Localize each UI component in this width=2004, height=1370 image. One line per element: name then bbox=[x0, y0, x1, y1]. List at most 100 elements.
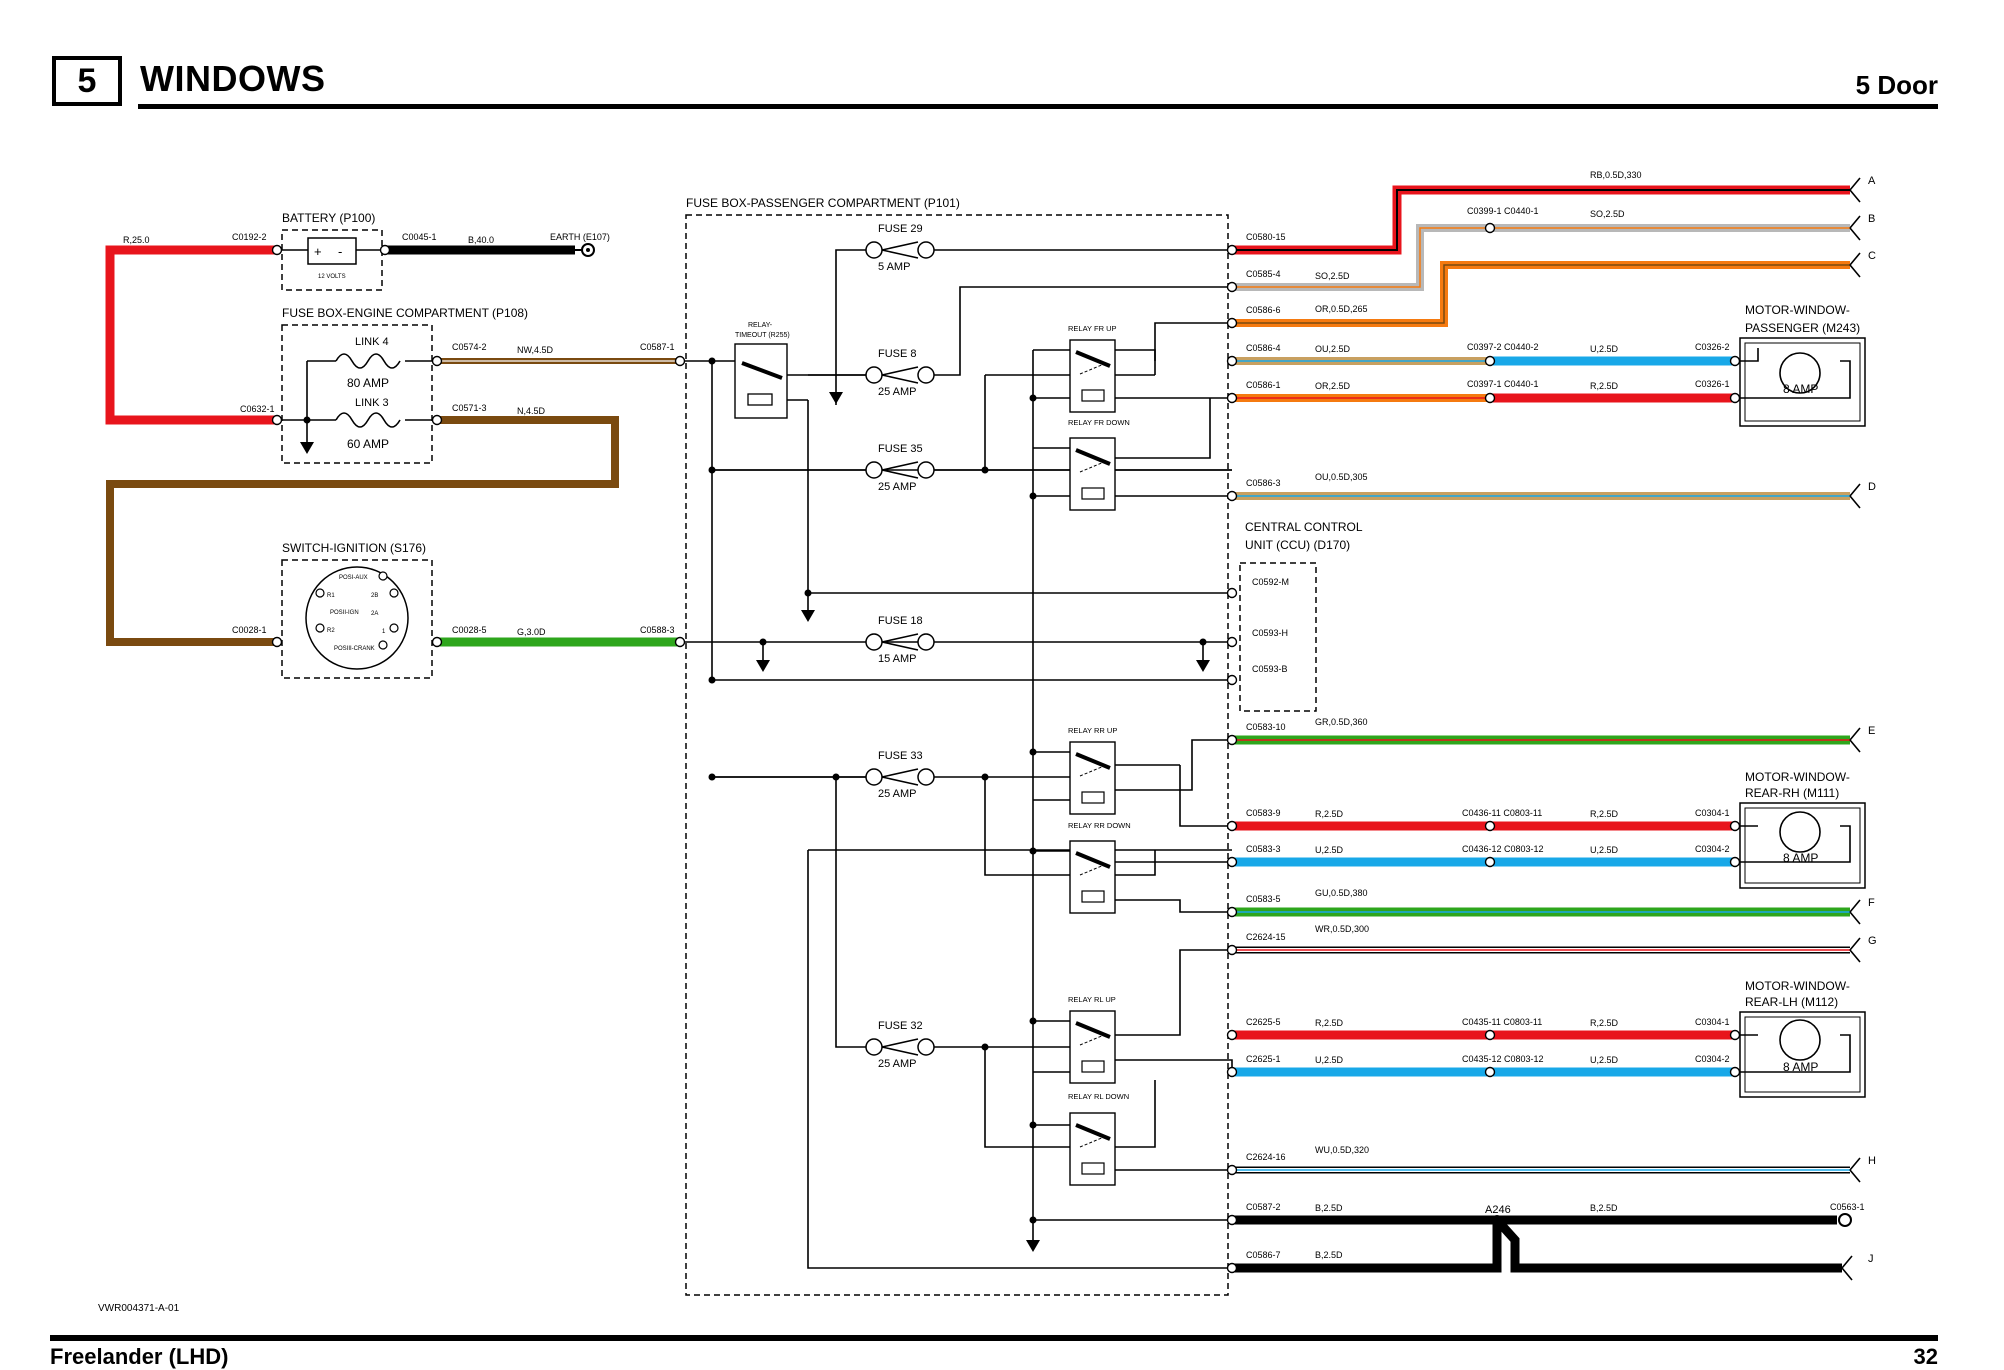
conn-right-label: C0586-6 bbox=[1246, 305, 1281, 315]
relay-link bbox=[1079, 1136, 1105, 1148]
ign-r2: R2 bbox=[327, 628, 335, 634]
battery-voltage: 12 VOLTS bbox=[318, 274, 346, 280]
conn-right-label: C0586-7 bbox=[1246, 1250, 1281, 1260]
conn-right-label: C0586-4 bbox=[1246, 343, 1281, 353]
conn-right-label: C2624-15 bbox=[1246, 932, 1286, 942]
relay-label: RELAY FR DOWN bbox=[1068, 418, 1130, 427]
motor-rear-rh-icon bbox=[1779, 811, 1821, 853]
link3-rating: 60 AMP bbox=[347, 437, 389, 451]
wire-label-u25e: U,2.5D bbox=[1590, 1055, 1619, 1065]
battery-box bbox=[281, 229, 383, 291]
conn-right-label: C2625-5 bbox=[1246, 1017, 1281, 1027]
wire-label-gu380: GU,0.5D,380 bbox=[1315, 888, 1368, 898]
conn-right-label: C0583-5 bbox=[1246, 894, 1281, 904]
ground-arrow-icon bbox=[801, 610, 815, 622]
wire-b25c bbox=[1232, 1220, 1502, 1273]
dashed-enclosures bbox=[281, 214, 1317, 1296]
connector-ring bbox=[1484, 392, 1496, 404]
battery-cell bbox=[307, 237, 357, 265]
endpoint-letter: G bbox=[1868, 935, 1877, 947]
conn-c0632-1: C0632-1 bbox=[240, 404, 275, 414]
motor-passenger-title-2: PASSENGER (M243) bbox=[1745, 321, 1860, 335]
motor-passenger-rating: 8 AMP bbox=[1783, 382, 1818, 396]
earth-label: EARTH (E107) bbox=[550, 232, 610, 242]
section-number: 5 bbox=[77, 61, 97, 100]
link4-rating: 80 AMP bbox=[347, 376, 389, 390]
section-number-box: 5 bbox=[52, 56, 122, 106]
connector-ring bbox=[1729, 856, 1741, 868]
connector-ring bbox=[674, 355, 686, 367]
connector-ring bbox=[431, 636, 443, 648]
ccu-title-2: UNIT (CCU) (D170) bbox=[1245, 538, 1350, 552]
fusebox-passenger-box bbox=[685, 214, 1229, 1296]
relay-timeout-coil bbox=[747, 393, 773, 406]
wire-label-so-top: SO,2.5D bbox=[1590, 209, 1625, 219]
motor-passenger-icon bbox=[1779, 352, 1821, 394]
fusebox-engine-title: FUSE BOX-ENGINE COMPARTMENT (P108) bbox=[282, 306, 528, 320]
ccu-pin-h: C0593-H bbox=[1252, 628, 1288, 638]
fuse-rating: 5 AMP bbox=[878, 261, 910, 273]
connector-ring bbox=[1226, 820, 1238, 832]
conn-right-label: C2624-16 bbox=[1246, 1152, 1286, 1162]
page-number: 32 bbox=[1913, 1344, 1938, 1369]
ign-2a: 2A bbox=[371, 611, 378, 617]
ground-arrow-icon bbox=[300, 442, 314, 454]
ignition-switch-icon bbox=[305, 566, 409, 670]
connector-ring bbox=[1226, 734, 1238, 746]
relay-contact bbox=[1075, 448, 1111, 466]
relay-contact bbox=[1075, 1123, 1111, 1141]
connector-ring bbox=[1484, 856, 1496, 868]
connector-ring bbox=[1226, 281, 1238, 293]
component-labels: BATTERY (P100) FUSE BOX-ENGINE COMPARTME… bbox=[282, 196, 1860, 1216]
connector-ring bbox=[674, 636, 686, 648]
conn-right-label: C0580-15 bbox=[1246, 232, 1286, 242]
wire-label-u25d: U,2.5D bbox=[1315, 1055, 1344, 1065]
ign-pos-ign: POSII-IGN bbox=[330, 610, 359, 616]
relay-timeout-icon bbox=[734, 343, 788, 419]
relay-contact bbox=[1075, 350, 1111, 368]
motor-rear-rh-title-2: REAR-RH (M111) bbox=[1745, 786, 1839, 800]
motor-passenger-box bbox=[1739, 337, 1866, 427]
link4-label: LINK 4 bbox=[355, 336, 389, 348]
connector-ring bbox=[1226, 392, 1238, 404]
conn-right-label: C0585-4 bbox=[1246, 269, 1281, 279]
conn-right-label: C0583-10 bbox=[1246, 722, 1286, 732]
ccu-pin-m: C0592-M bbox=[1252, 577, 1289, 587]
conn-c0435-11: C0435-11 C0803-11 bbox=[1462, 1017, 1542, 1027]
conn-c0571-3: C0571-3 bbox=[452, 403, 487, 413]
relay-timeout-line2: TIMEOUT (R255) bbox=[735, 332, 790, 339]
motor-rear-lh-box bbox=[1739, 1011, 1866, 1098]
endpoint-letter: D bbox=[1868, 481, 1876, 493]
link4-icon bbox=[335, 353, 401, 369]
connector-ring bbox=[1226, 1066, 1238, 1078]
relay-coil bbox=[1081, 1060, 1105, 1073]
fuse-icon bbox=[865, 461, 935, 479]
relay-label: RELAY RL DOWN bbox=[1068, 1092, 1129, 1101]
fuse-name: FUSE 33 bbox=[878, 750, 923, 762]
relay-label: RELAY RR UP bbox=[1068, 726, 1117, 735]
conn-c0304-1a: C0304-1 bbox=[1695, 808, 1730, 818]
connector-ring bbox=[1729, 1066, 1741, 1078]
fuse-name: FUSE 8 bbox=[878, 348, 917, 360]
fuse-icon bbox=[865, 1038, 935, 1056]
ign-2b: 2B bbox=[371, 593, 378, 599]
junction-dots bbox=[303, 357, 1207, 1224]
ccu-pin-b: C0593-B bbox=[1252, 664, 1288, 674]
motor-passenger-inner bbox=[1744, 342, 1861, 422]
ccu-box bbox=[1239, 562, 1317, 712]
connector-ring bbox=[431, 355, 443, 367]
motor-rear-lh-rating: 8 AMP bbox=[1783, 1060, 1818, 1074]
motor-rear-rh-rating: 8 AMP bbox=[1783, 851, 1818, 865]
wire-label-gr360: GR,0.5D,360 bbox=[1315, 717, 1368, 727]
wire-label-r25b: R,2.5D bbox=[1315, 809, 1344, 819]
wire-label-or25: OR,2.5D bbox=[1315, 381, 1351, 391]
relay-coil bbox=[1081, 791, 1105, 804]
relay-label: RELAY RL UP bbox=[1068, 995, 1116, 1004]
connector-ring bbox=[379, 244, 391, 256]
fuse-name: FUSE 35 bbox=[878, 443, 923, 455]
ground-arrow-icon bbox=[1026, 1240, 1040, 1252]
conn-c0304-1b: C0304-1 bbox=[1695, 1017, 1730, 1027]
fuse-rating: 25 AMP bbox=[878, 1058, 917, 1070]
connector-ring bbox=[1484, 1029, 1496, 1041]
